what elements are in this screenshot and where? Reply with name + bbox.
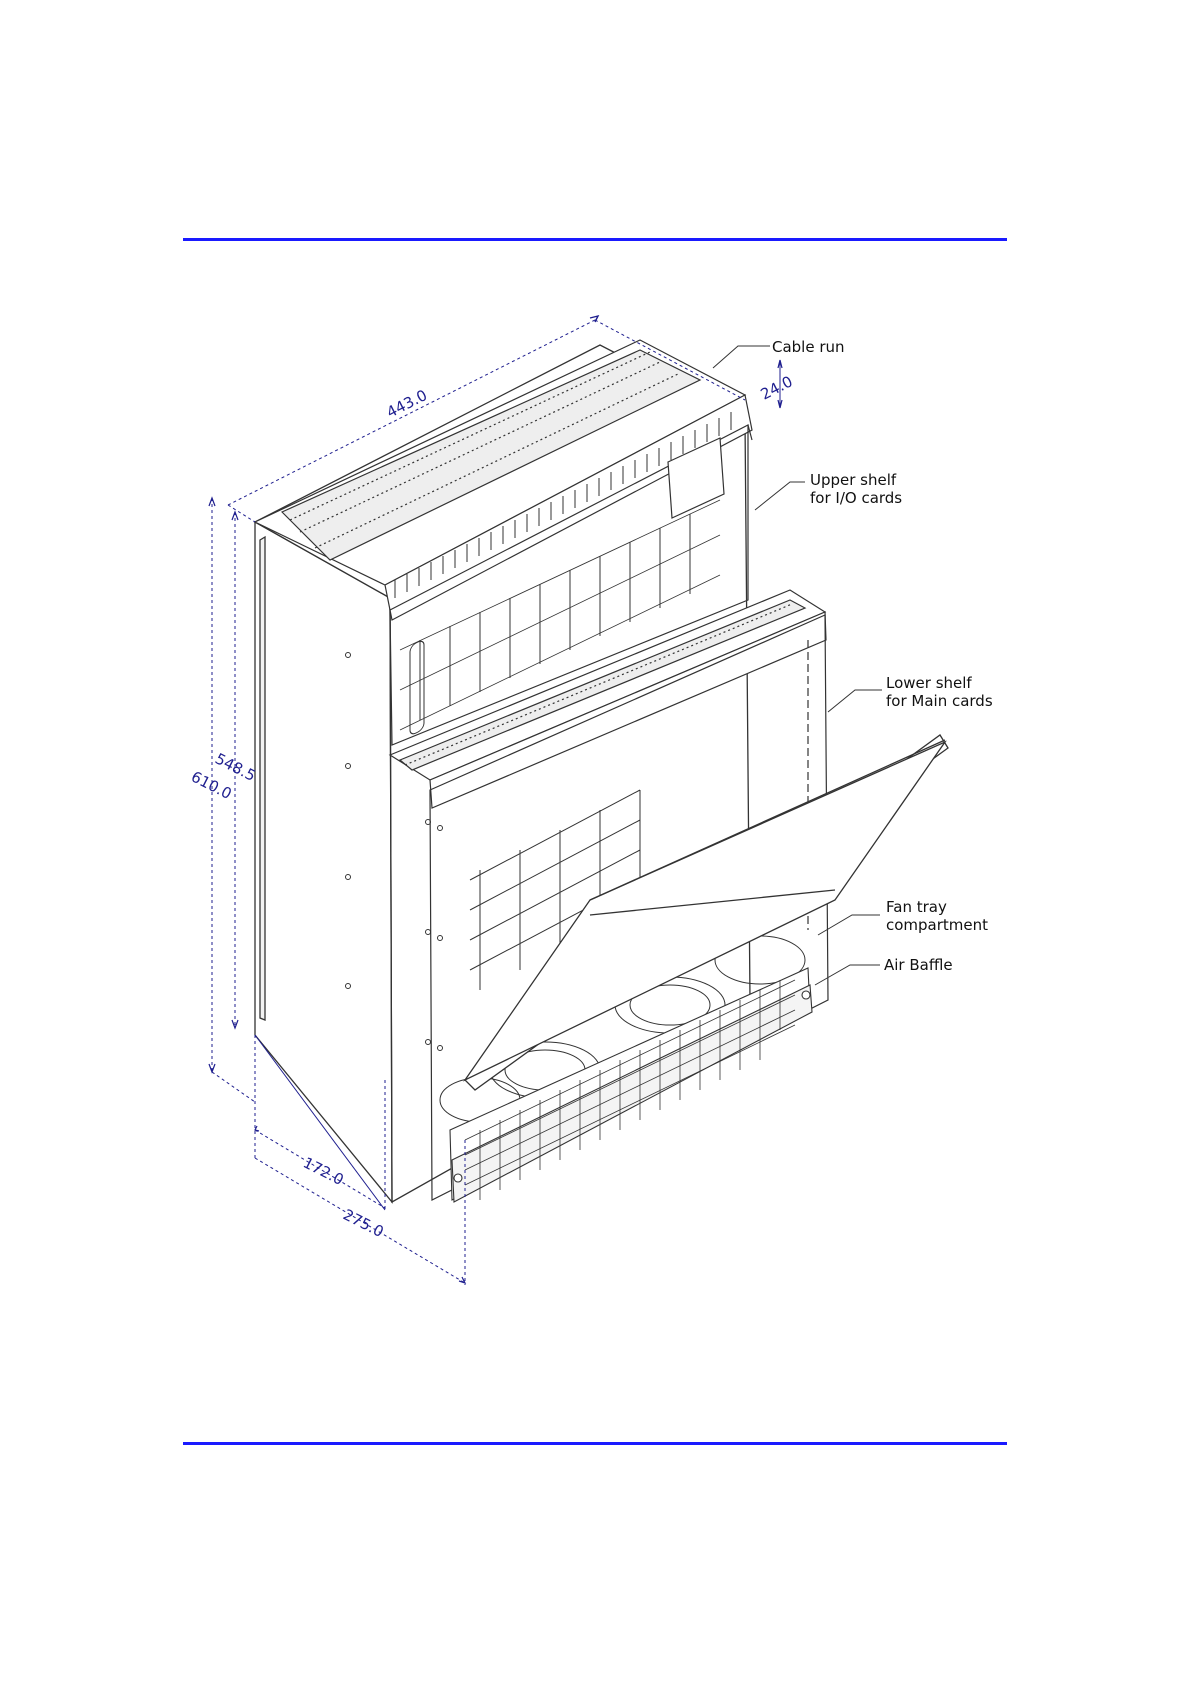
middle-rail <box>390 590 826 808</box>
callout-air-baffle: Air Baffle <box>884 956 953 974</box>
dimension-depth-total: 275.0 <box>340 1206 386 1242</box>
callout-fan-tray-line1: Fan tray <box>886 898 947 916</box>
air-baffle <box>450 968 812 1202</box>
callout-upper-shelf-line1: Upper shelf <box>810 471 897 489</box>
dimension-width: 443.0 <box>384 386 430 422</box>
callout-lower-shelf-line2: for Main cards <box>886 692 993 710</box>
callout-upper-shelf-line2: for I/O cards <box>810 489 902 507</box>
dimension-depth-inner: 172.0 <box>300 1154 346 1190</box>
callout-cable-run: Cable run <box>772 338 845 356</box>
callout-lower-shelf-line1: Lower shelf <box>886 674 972 692</box>
callout-fan-tray-line2: compartment <box>886 916 988 934</box>
dimension-cable-run-height: 24.0 <box>758 372 796 403</box>
